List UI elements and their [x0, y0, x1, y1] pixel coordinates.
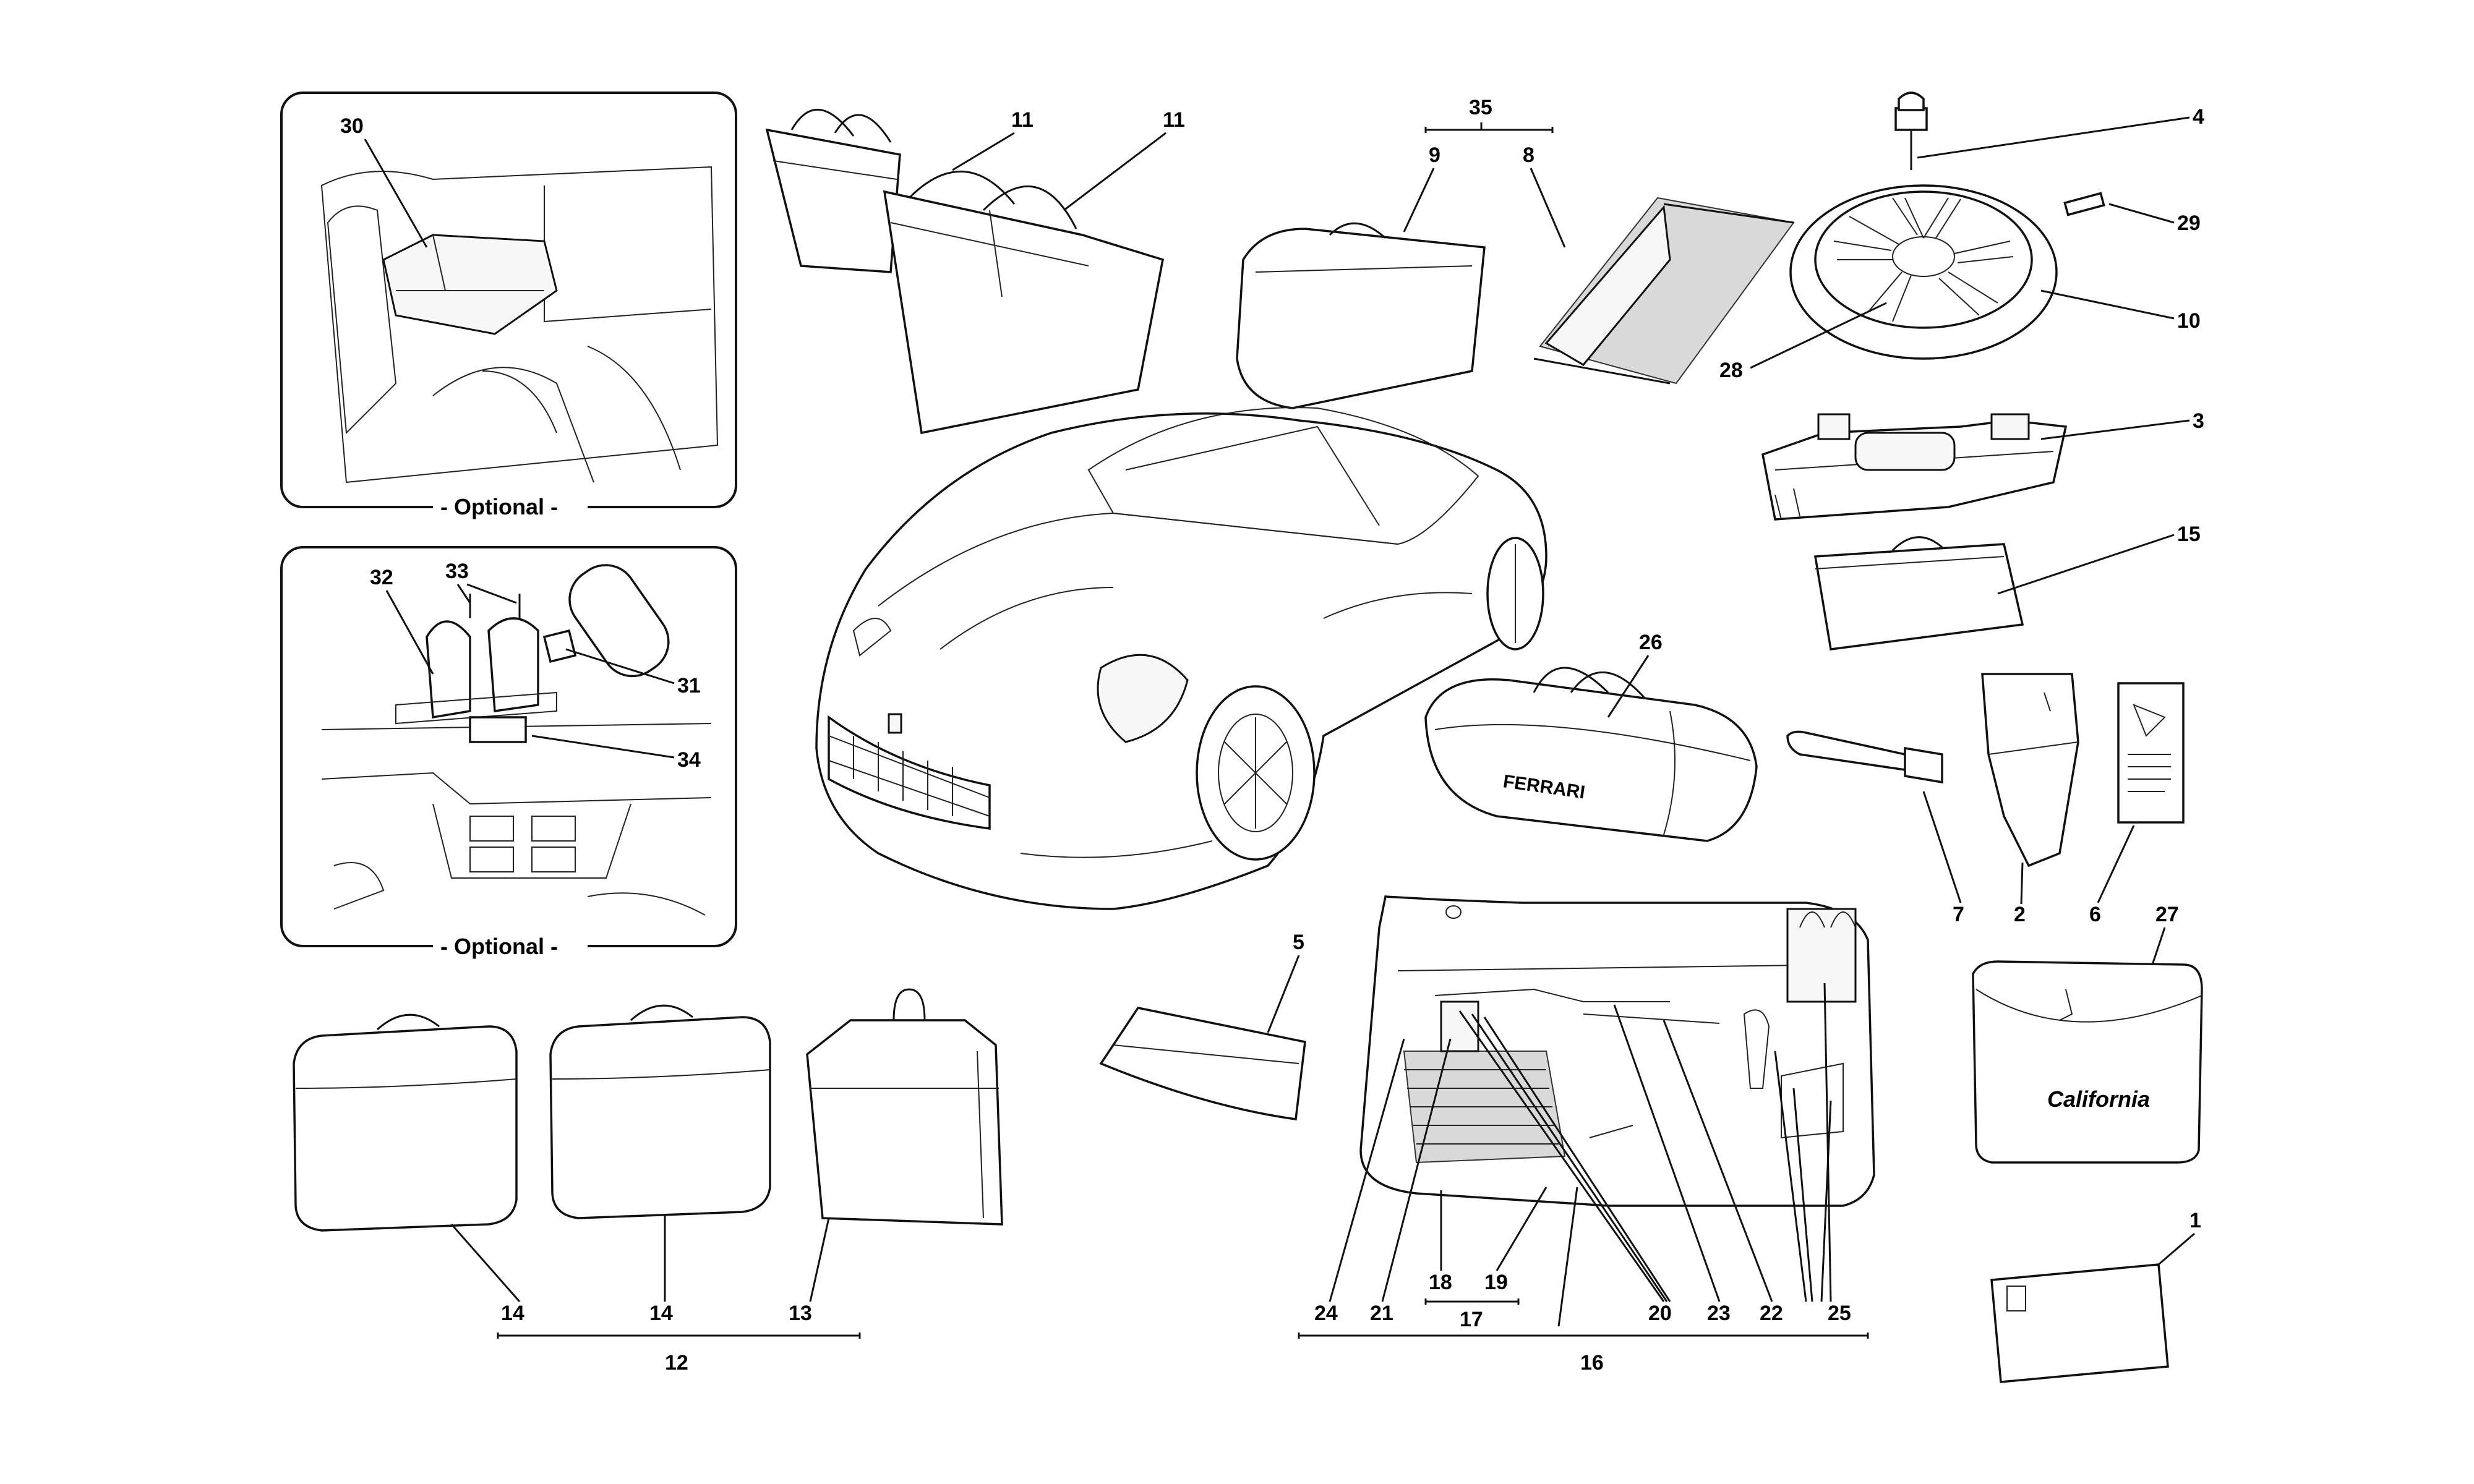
label-34: 34 — [677, 748, 701, 772]
label-29: 29 — [2177, 211, 2201, 235]
label-20: 20 — [1648, 1302, 1672, 1325]
label-25: 25 — [1828, 1302, 1851, 1325]
label-27: 27 — [2155, 903, 2179, 926]
optional-caption-top: - Optional - — [440, 494, 558, 519]
wind-deflector-8 — [1533, 197, 1795, 385]
label-19: 19 — [1484, 1271, 1508, 1294]
torch-7 — [1786, 730, 1943, 784]
label-7: 7 — [1953, 903, 1964, 926]
label-32: 32 — [370, 566, 393, 589]
label-28: 28 — [1719, 359, 1743, 382]
label-13: 13 — [789, 1302, 812, 1325]
label-4: 4 — [2193, 105, 2204, 129]
label-11-left: 11 — [1011, 108, 1034, 132]
label-23: 23 — [1707, 1302, 1731, 1325]
screw-29 — [2063, 192, 2105, 216]
label-17: 17 — [1460, 1308, 1483, 1331]
label-16: 16 — [1580, 1351, 1604, 1375]
label-14-left: 14 — [501, 1302, 524, 1325]
label-26: 26 — [1639, 631, 1663, 654]
suitcase-14-right — [549, 1004, 771, 1219]
label-15: 15 — [2177, 522, 2201, 546]
label-6: 6 — [2089, 903, 2101, 926]
label-30: 30 — [340, 114, 364, 138]
label-22: 22 — [1760, 1302, 1783, 1325]
thin-bag-9 — [1236, 222, 1486, 409]
suitcase-14-left — [293, 1013, 518, 1232]
optional-caption-bottom: - Optional - — [440, 934, 558, 959]
label-10: 10 — [2177, 309, 2201, 333]
optional-box-extinguisher — [280, 546, 737, 947]
label-21: 21 — [1370, 1302, 1393, 1325]
folder-5 — [1099, 1007, 1306, 1120]
label-2: 2 — [2014, 903, 2026, 926]
document-pouch-27: California — [1972, 960, 2203, 1164]
label-18: 18 — [1429, 1271, 1452, 1294]
jack-tray-3 — [1761, 413, 2068, 521]
spare-wheel-10 — [1789, 184, 2058, 360]
soft-bag-11-front — [883, 171, 1165, 435]
soft-bag-11-rear — [765, 108, 901, 273]
label-12: 12 — [665, 1351, 688, 1375]
pouch-script: California — [2047, 1086, 2150, 1112]
label-1: 1 — [2189, 1209, 2201, 1232]
label-31: 31 — [677, 674, 701, 697]
tool-tray-16 — [1359, 895, 1875, 1207]
label-24: 24 — [1314, 1302, 1338, 1325]
garment-bag-13 — [806, 988, 1003, 1226]
label-9: 9 — [1429, 143, 1440, 167]
car-cover-26: FERRARI — [1424, 667, 1758, 842]
label-14-right: 14 — [649, 1302, 673, 1325]
wheel-bolt-4 — [1894, 92, 1928, 170]
label-11-right: 11 — [1163, 108, 1185, 132]
label-35: 35 — [1469, 96, 1492, 119]
car-ferrari-california — [815, 407, 1547, 910]
tool-bag-15 — [1813, 536, 2024, 650]
booklet-1 — [1990, 1263, 2169, 1383]
optional-box-seat-storage — [280, 92, 737, 508]
label-33: 33 — [445, 560, 469, 583]
card-6 — [2117, 682, 2185, 824]
label-8: 8 — [1523, 143, 1534, 167]
label-3: 3 — [2193, 409, 2204, 433]
sachet-2 — [1981, 673, 2079, 868]
label-5: 5 — [1293, 931, 1304, 954]
